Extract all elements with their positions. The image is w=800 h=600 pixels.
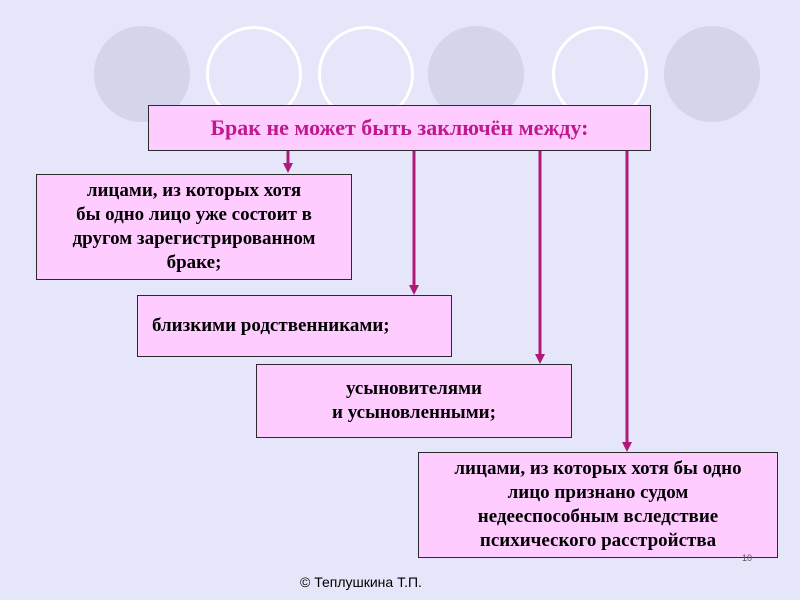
- arrow-4-head: [622, 442, 632, 452]
- arrow-3-head: [535, 354, 545, 364]
- arrow-1-head: [283, 163, 293, 173]
- item-box-1: лицами, из которых хотя бы одно лицо уже…: [36, 174, 352, 280]
- item-box-2: близкими родственниками;: [137, 295, 452, 357]
- title-box: Брак не может быть заключён между:: [148, 105, 651, 151]
- item-text-3: усыновителями и усыновленными;: [332, 378, 496, 423]
- title-text: Брак не может быть заключён между:: [210, 115, 589, 140]
- item-text-4: лицами, из которых хотя бы одно лицо при…: [454, 458, 742, 551]
- item-box-3: усыновителями и усыновленными;: [256, 364, 572, 438]
- page-number: 10: [742, 553, 753, 563]
- footer-copyright: © Теплушкина Т.П.: [300, 574, 422, 590]
- arrow-2-head: [409, 285, 419, 295]
- item-box-4: лицами, из которых хотя бы одно лицо при…: [418, 452, 778, 558]
- item-text-2: близкими родственниками;: [152, 315, 390, 336]
- item-text-1: лицами, из которых хотя бы одно лицо уже…: [72, 180, 316, 273]
- decor-circle-6: [664, 26, 760, 122]
